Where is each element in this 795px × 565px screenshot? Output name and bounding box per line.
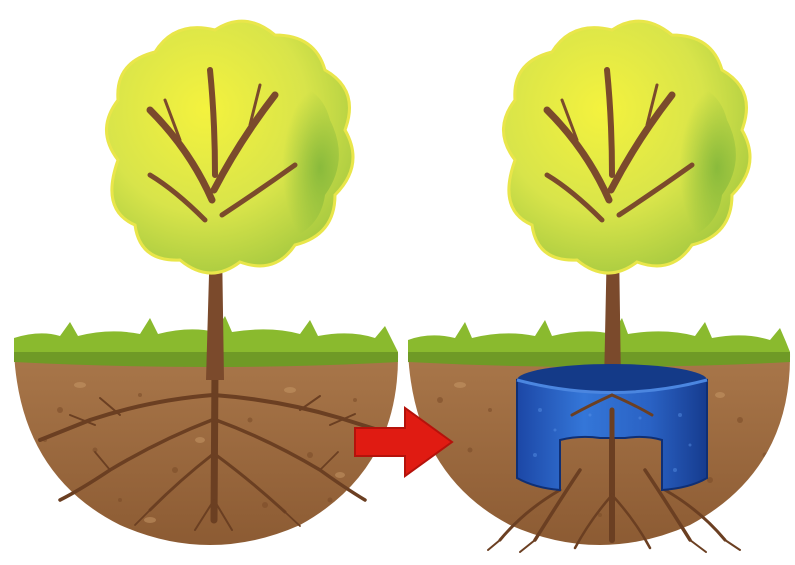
grass-left bbox=[14, 316, 398, 367]
panel-with-barrier bbox=[408, 21, 790, 552]
soil-mound-left bbox=[14, 352, 398, 545]
foliage-right bbox=[504, 21, 751, 273]
root-barrier bbox=[517, 364, 707, 490]
panel-without-barrier bbox=[14, 21, 398, 545]
grass-right bbox=[408, 318, 790, 367]
foliage-left bbox=[107, 21, 354, 273]
